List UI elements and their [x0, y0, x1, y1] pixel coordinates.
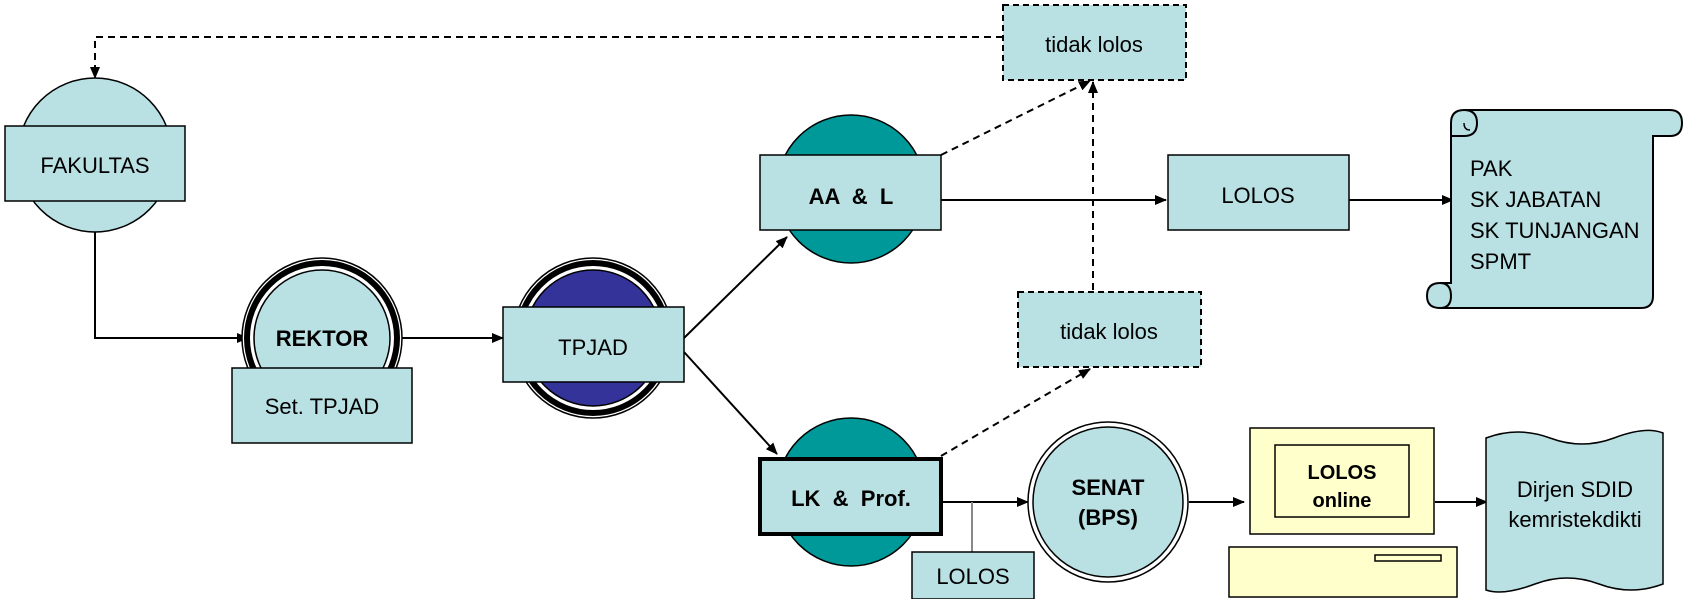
- lolos-top-label: LOLOS: [1221, 183, 1294, 208]
- lolos-bottom-box: LOLOS: [911, 551, 1035, 599]
- dashed-return-to-fakultas: [90, 36, 1003, 79]
- scroll-document: PAK SK JABATAN SK TUNJANGAN SPMT: [1425, 109, 1683, 309]
- dashed-lkprof-tidaklolos: [940, 368, 1091, 457]
- fakultas-node: FAKULTAS: [4, 77, 186, 233]
- tidak-lolos-mid-box: tidak lolos: [1017, 291, 1202, 368]
- scroll-item-1: SK JABATAN: [1470, 187, 1601, 212]
- dirjen-document: Dirjen SDID kemristekdikti: [1485, 429, 1664, 593]
- lolos-top-box: LOLOS: [1167, 154, 1350, 231]
- scroll-item-3: SPMT: [1470, 249, 1531, 274]
- lolos-bottom-label: LOLOS: [936, 564, 1009, 589]
- senat-label-1: SENAT: [1072, 475, 1145, 500]
- monitor-label-1: LOLOS: [1308, 462, 1377, 484]
- aal-node: AA & L: [759, 114, 942, 264]
- scroll-item-0: PAK: [1470, 156, 1513, 181]
- senat-node: SENAT (BPS): [1027, 421, 1189, 583]
- tpjad-node: TPJAD: [502, 257, 685, 419]
- fakultas-label: FAKULTAS: [40, 153, 149, 178]
- lkprof-label: LK & Prof.: [791, 486, 911, 511]
- connector-tpjad-lkprof: [683, 351, 778, 455]
- tidak-lolos-mid-label: tidak lolos: [1060, 319, 1158, 344]
- dashed-aal-tidaklolos: [940, 80, 1091, 156]
- rektor-node: REKTOR Set. TPJAD: [231, 257, 413, 444]
- tpjad-label: TPJAD: [558, 335, 628, 360]
- set-tpjad-label: Set. TPJAD: [265, 394, 380, 419]
- lkprof-node: LK & Prof.: [758, 417, 943, 567]
- tidak-lolos-top-label: tidak lolos: [1045, 32, 1143, 57]
- dirjen-label-1: Dirjen SDID: [1517, 477, 1633, 502]
- connector-tpjad-aal: [683, 236, 788, 339]
- scroll-item-2: SK TUNJANGAN: [1470, 218, 1640, 243]
- aal-label: AA & L: [809, 184, 894, 209]
- rektor-label: REKTOR: [276, 326, 369, 351]
- tidak-lolos-top-box: tidak lolos: [1002, 4, 1187, 81]
- dirjen-label-2: kemristekdikti: [1508, 507, 1641, 532]
- computer-icon: LOLOS online: [1228, 427, 1458, 598]
- senat-label-2: (BPS): [1078, 505, 1138, 530]
- connector-fakultas-rektor: [94, 232, 249, 343]
- monitor-label-2: online: [1313, 490, 1372, 512]
